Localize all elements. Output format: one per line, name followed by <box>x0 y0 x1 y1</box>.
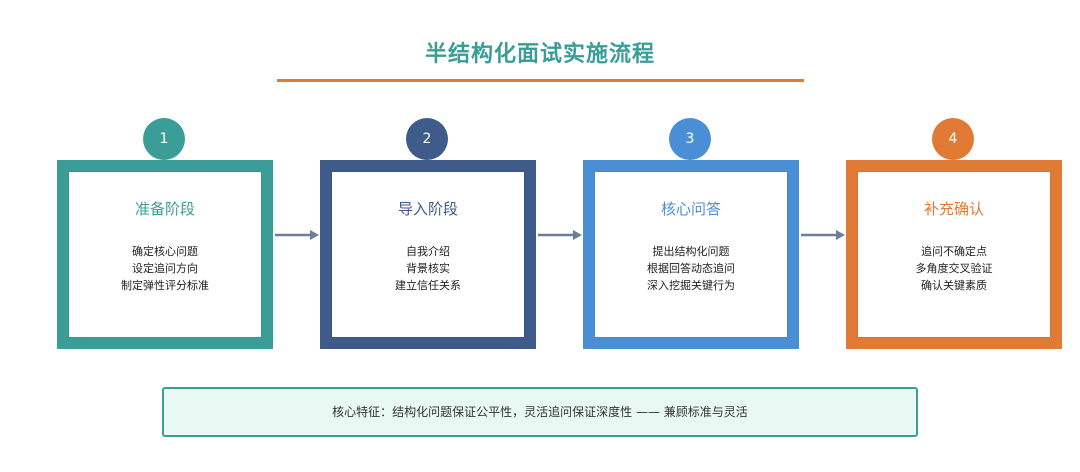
stage-1-item: 确定核心问题 <box>132 245 198 258</box>
stage-1-box: 准备阶段 确定核心问题 设定追问方向 制定弹性评分标准 <box>57 160 273 349</box>
stage-3-box: 核心问答 提出结构化问题 根据回答动态追问 深入挖掘关键行为 <box>583 160 799 349</box>
stage-4-item: 追问不确定点 <box>921 245 987 258</box>
stage-2-box: 导入阶段 自我介绍 背景核实 建立信任关系 <box>320 160 536 349</box>
diagram-title: 半结构化面试实施流程 <box>424 42 655 67</box>
stage-3-title: 核心问答 <box>660 200 721 218</box>
stage-3-item: 根据回答动态追问 <box>647 262 735 275</box>
stage-4-items: 追问不确定点 多角度交叉验证 确认关键素质 <box>858 243 1050 294</box>
stage-3-items: 提出结构化问题 根据回答动态追问 深入挖掘关键行为 <box>595 243 787 294</box>
stage-2-items: 自我介绍 背景核实 建立信任关系 <box>332 243 524 294</box>
stage-1-item: 设定追问方向 <box>132 262 198 275</box>
stage-4-number-badge: 4 <box>932 118 974 160</box>
stage-2-item: 建立信任关系 <box>395 279 461 292</box>
title-underline <box>277 79 804 82</box>
stage-3-item: 提出结构化问题 <box>652 245 730 258</box>
stage-4-item: 确认关键素质 <box>921 279 987 292</box>
stage-1-items: 确定核心问题 设定追问方向 制定弹性评分标准 <box>69 243 261 294</box>
stage-4-box: 补充确认 追问不确定点 多角度交叉验证 确认关键素质 <box>846 160 1062 349</box>
arrow-1-to-2 <box>275 230 319 240</box>
stage-1-item: 制定弹性评分标准 <box>121 279 209 292</box>
stage-4-title: 补充确认 <box>923 200 984 218</box>
stage-1-title: 准备阶段 <box>134 200 195 218</box>
arrow-2-to-3 <box>538 230 582 240</box>
core-features-note: 核心特征：结构化问题保证公平性，灵活追问保证深度性 —— 兼顾标准与灵活 <box>162 387 918 437</box>
stage-3-number-badge: 3 <box>669 118 711 160</box>
stage-2-item: 背景核实 <box>406 262 450 275</box>
stage-2-item: 自我介绍 <box>406 245 450 258</box>
arrow-3-to-4 <box>801 230 845 240</box>
stage-2-title: 导入阶段 <box>397 200 458 218</box>
stage-3-item: 深入挖掘关键行为 <box>647 279 735 292</box>
stage-4-item: 多角度交叉验证 <box>915 262 993 275</box>
stage-1-number-badge: 1 <box>143 118 185 160</box>
stage-2-number-badge: 2 <box>406 118 448 160</box>
